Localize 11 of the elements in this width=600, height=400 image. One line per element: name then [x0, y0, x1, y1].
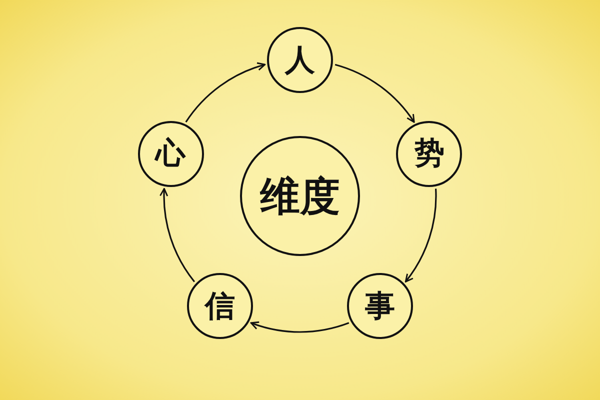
arrow: [185, 62, 266, 123]
circle-node: 势: [396, 120, 462, 187]
circle-node: 心: [138, 120, 204, 187]
arrow: [160, 188, 196, 282]
circle-node: 事: [346, 273, 413, 340]
circle-node: 维度: [240, 136, 360, 256]
circle-node: 人: [267, 27, 333, 93]
arrow: [334, 64, 415, 123]
arrow: [250, 320, 350, 333]
circle-node: 信: [187, 273, 254, 340]
arrow: [404, 188, 437, 282]
